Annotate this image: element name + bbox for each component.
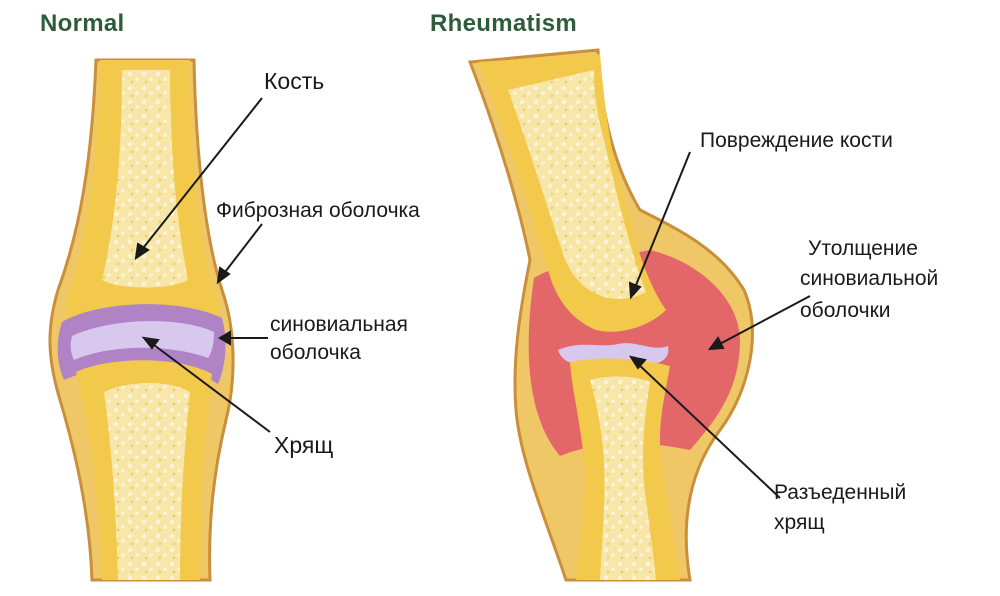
label-bone-damage: Повреждение кости [700, 129, 893, 152]
arrow-fibrous-head [216, 266, 231, 285]
rheumatism-joint [467, 48, 754, 582]
rheumatism-lower-bone-marrow [590, 376, 656, 580]
label-eroded-2: хрящ [774, 511, 825, 534]
arrows-right [628, 151, 811, 499]
arrows-left [134, 97, 271, 433]
normal-cartilage [70, 321, 214, 360]
arrow-eroded [635, 361, 781, 499]
normal-joint [48, 58, 235, 582]
arrow-thickening-head [707, 336, 725, 351]
label-thickening-2: синовиальной [800, 267, 939, 290]
label-thickening-1: Утолщение [808, 237, 918, 260]
normal-upper-bone-marrow [102, 70, 188, 288]
title-rheumatism: Rheumatism [430, 10, 578, 37]
arrow-bone-damage [633, 151, 691, 291]
label-cartilage: Хрящ [274, 432, 334, 458]
label-eroded-1: Разъеденный [774, 481, 907, 504]
title-normal: Normal [40, 10, 125, 37]
label-fibrous-capsule: Фиброзная оболочка [216, 199, 420, 222]
arrow-bone [139, 97, 263, 253]
label-synovial-1: синовиальная [270, 313, 408, 336]
arrow-fibrous [221, 223, 263, 277]
rheumatism-upper-bone-marrow [508, 70, 646, 299]
arrow-cartilage [149, 341, 271, 433]
arrow-bone-damage-head [628, 281, 642, 300]
normal-lower-bone-marrow [104, 383, 190, 580]
label-bone: Кость [264, 68, 325, 94]
arrow-bone-head [134, 242, 150, 261]
label-synovial-2: оболочка [270, 341, 361, 364]
label-thickening-3: оболочки [800, 299, 891, 322]
arrow-cartilage-head [141, 336, 160, 350]
arrow-eroded-head [628, 355, 647, 370]
arrow-thickening [715, 295, 811, 347]
arrow-synovial-head [218, 330, 231, 346]
